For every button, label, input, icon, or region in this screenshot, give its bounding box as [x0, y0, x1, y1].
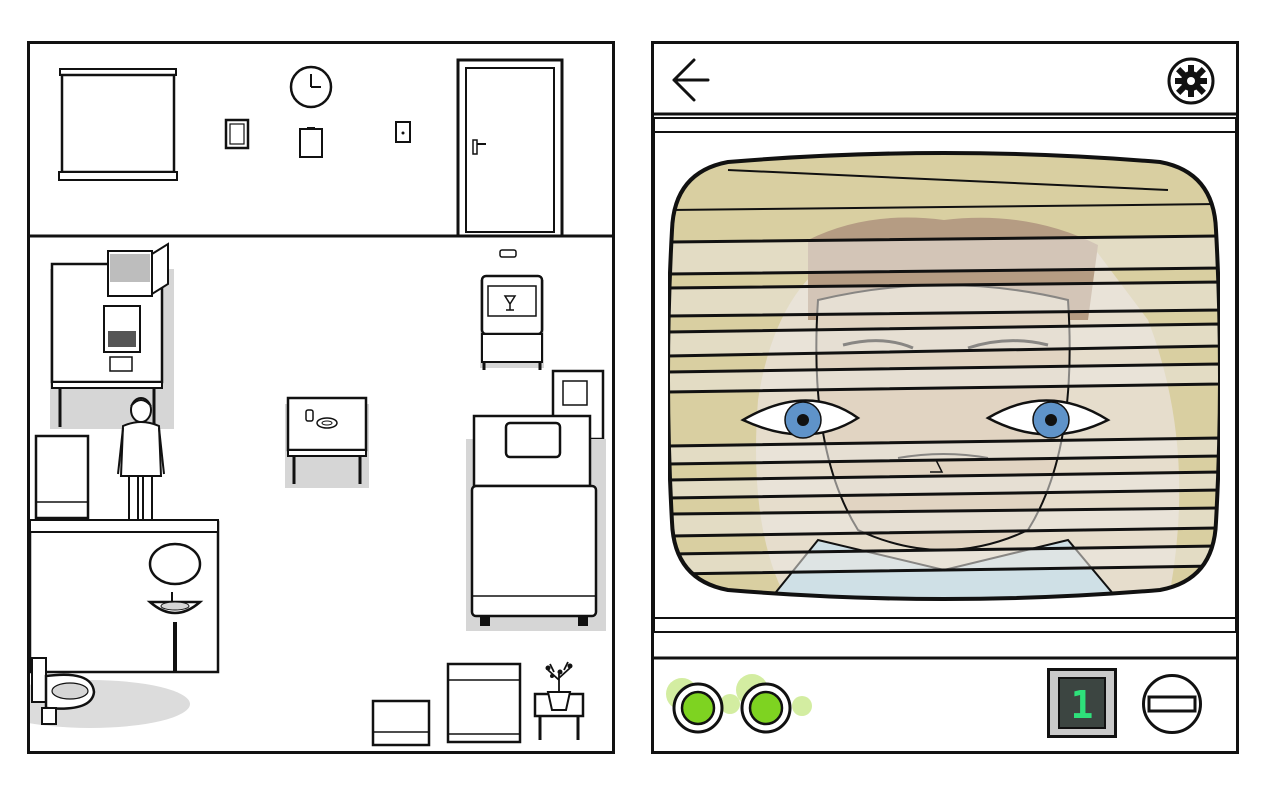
- kitchen-unit[interactable]: [50, 242, 174, 429]
- channel-number: 1: [1058, 677, 1106, 729]
- side-table[interactable]: [285, 396, 369, 488]
- arrow-left-icon: [672, 58, 710, 102]
- door[interactable]: [456, 58, 564, 238]
- room-view: [27, 41, 615, 754]
- mirror[interactable]: [148, 542, 202, 586]
- clipboard[interactable]: [299, 128, 323, 158]
- camera-feed[interactable]: [668, 150, 1220, 602]
- indicator-lights: [662, 672, 822, 738]
- bathroom-wall: [30, 519, 220, 674]
- bed[interactable]: [466, 414, 606, 631]
- window[interactable]: [58, 68, 178, 181]
- clock-icon[interactable]: [289, 65, 333, 109]
- window-blinds: [668, 234, 1220, 576]
- storage-box[interactable]: [371, 699, 431, 747]
- player-character[interactable]: [117, 397, 165, 523]
- sink[interactable]: [146, 592, 204, 672]
- picture-frame[interactable]: [224, 118, 250, 150]
- surveillance-image: [668, 151, 1220, 601]
- gear-icon: [1167, 57, 1215, 105]
- green-light-icon: [666, 674, 812, 734]
- room-scene: [30, 58, 612, 747]
- nightstand[interactable]: [446, 662, 522, 744]
- left-eye: [740, 399, 861, 439]
- settings-button[interactable]: [1166, 57, 1216, 105]
- toilet[interactable]: [30, 657, 190, 728]
- back-button[interactable]: [668, 56, 712, 104]
- plant-stand[interactable]: [533, 661, 585, 740]
- channel-display[interactable]: 1: [1047, 668, 1117, 738]
- lock-slot-icon: [1147, 695, 1197, 713]
- lock-button[interactable]: [1142, 674, 1202, 734]
- trolley[interactable]: [480, 249, 544, 370]
- right-eye: [985, 399, 1111, 439]
- cabinet[interactable]: [34, 434, 90, 520]
